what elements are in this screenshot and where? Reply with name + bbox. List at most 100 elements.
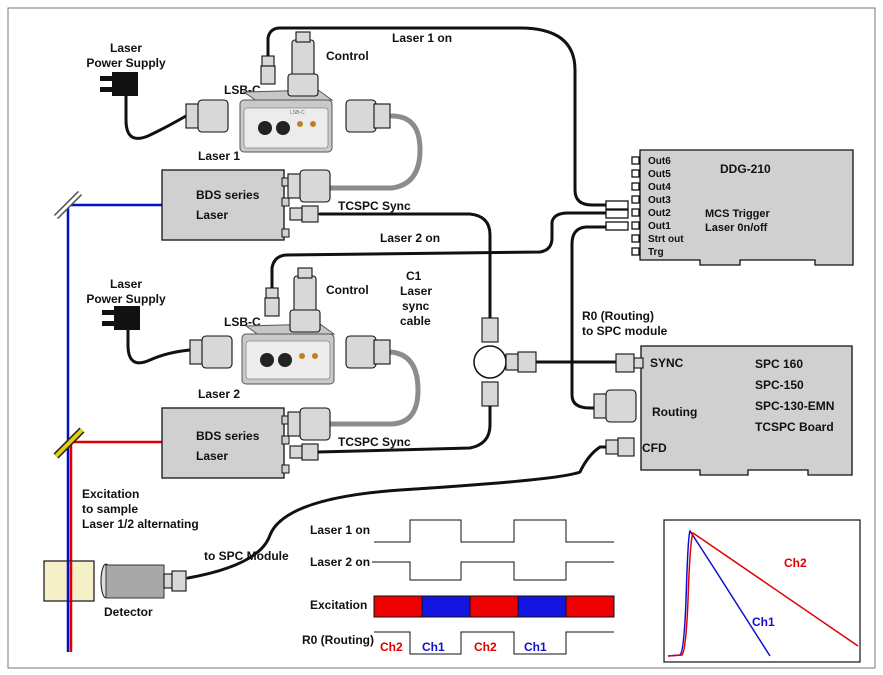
svg-text:Out1: Out1 [648,221,671,232]
dsub-laser1 [287,169,331,203]
bds-laser-1 [161,169,290,241]
ddg-port-out2: Out2 [631,208,671,219]
laser-power-supply-1 [100,72,138,96]
waveform-laser1-on [374,519,614,543]
lemo-connector-1 [260,55,276,85]
laser-ps-2-label-line1: Laser [110,277,142,291]
timing-row-laser2-on: Laser 2 on [310,555,370,569]
ddg-port-out6: Out6 [631,156,671,167]
spc-model-2: SPC-150 [755,378,804,392]
ddg-laser-onoff-label: Laser 0n/off [705,222,768,234]
excitation-label-line3: Laser 1/2 alternating [82,517,199,531]
spc-model-1: SPC 160 [755,357,803,371]
spc-model-4: TCSPC Board [755,420,834,434]
control-connector-2 [289,267,321,333]
routing-ch1-b: Ch1 [524,640,547,654]
cable-r0-routing [570,225,612,410]
ddg-mcs-trigger-label: MCS Trigger [705,208,771,220]
excitation-label-line2: to sample [82,502,138,516]
ddg-port-out5: Out5 [631,169,671,180]
dsub-lsbc1-right [345,99,391,133]
detector-label: Detector [104,605,153,619]
spc-sync-label: SYNC [650,356,684,370]
cable-laser2-on [270,211,608,295]
c1-label-line3: sync [402,299,430,313]
decay-label-ch2: Ch2 [784,556,807,570]
cable-lsbc1-to-laser1 [315,113,423,191]
bds2-label-line2: Laser [196,449,228,463]
decay-curve-ch1 [667,529,771,657]
svg-text:Out5: Out5 [648,169,671,180]
mirror-2-dichroic [53,427,85,459]
waveform-laser2-on [372,561,614,581]
ddg-port-out1: Out1 [631,221,671,232]
r0-label-line1: R0 (Routing) [582,309,654,323]
laser-ps-1-label-line1: Laser [110,41,142,55]
ddg-port-strt-out: Strt out [631,234,684,245]
timing-row-laser1-on: Laser 1 on [310,523,370,537]
c1-label-line4: cable [400,314,431,328]
lemo-connector-2 [264,287,280,317]
excitation-segment-blue [517,595,567,618]
svg-text:Trg: Trg [648,247,664,258]
control-2-label: Control [326,283,369,297]
ddg-cable-plugs [605,200,629,231]
dsub-lsbc2-right [345,335,391,369]
svg-text:Strt out: Strt out [648,234,684,245]
lsbc-1-unit: LSB-C [239,89,334,153]
timing-diagram: Laser 1 on Laser 2 on Excitation R0 (Rou… [302,519,615,655]
excitation-segment-red [469,595,519,618]
bds2-label-line1: BDS series [196,429,260,443]
ddg-output-ports: Out6 Out5 Out4 Out3 Out2 Out1 Strt out T… [631,156,684,258]
ddg-port-out3: Out3 [631,195,671,206]
excitation-label-line1: Excitation [82,487,139,501]
ddg-title: DDG-210 [720,162,771,176]
tcspc-sync-2-label: TCSPC Sync [338,435,411,449]
dsub-lsbc1-left [185,99,229,133]
timing-row-routing: R0 (Routing) [302,633,374,647]
routing-ch2-b: Ch2 [474,640,497,654]
cable-sync-laser2 [316,403,492,454]
decay-curve-ch2 [667,531,859,657]
mirror-1 [53,190,83,220]
excitation-bar [373,595,615,618]
sma-laser1 [289,205,319,223]
tcspc-sync-1-label: TCSPC Sync [338,199,411,213]
spc-model-3: SPC-130-EMN [755,399,834,413]
laser1-on-top-label: Laser 1 on [392,31,452,45]
laser-ps-1-label-line2: Power Supply [86,56,166,70]
svg-text:Out3: Out3 [648,195,671,206]
excitation-segment-blue [421,595,471,618]
detector [100,563,187,599]
c1-label-line1: C1 [406,269,422,283]
excitation-segment-red [565,595,615,618]
decay-plot-frame [663,519,861,663]
laser2-title: Laser 2 [198,387,240,401]
bds-laser-2 [161,407,290,479]
laser-ps-2-label-line2: Power Supply [86,292,166,306]
diagram-frame [7,7,876,669]
control-1-label: Control [326,49,369,63]
spc-routing-port [593,389,637,423]
decay-plot: Ch2 Ch1 [663,519,861,663]
laser-power-supply-2 [102,306,140,330]
svg-text:Out6: Out6 [648,156,671,167]
ddg-port-out4: Out4 [631,182,671,193]
laser2-on-mid-label: Laser 2 on [380,231,440,245]
c1-label-line2: Laser [400,284,432,298]
dsub-lsbc2-left [189,335,233,369]
spc-routing-label: Routing [652,405,697,419]
cables [124,26,618,580]
cable-laser1-on [266,26,608,207]
routing-ch2-a: Ch2 [380,640,403,654]
spc-board [640,345,853,476]
dsub-laser2 [287,407,331,441]
bds1-label-line2: Laser [196,208,228,222]
r0-label-line2: to SPC module [582,324,668,338]
cable-sync-laser1 [318,212,492,320]
excitation-segment-red [373,595,423,618]
cable-power-2 [126,326,192,365]
cable-power-1 [124,92,188,140]
to-spc-module-label: to SPC Module [204,549,289,563]
